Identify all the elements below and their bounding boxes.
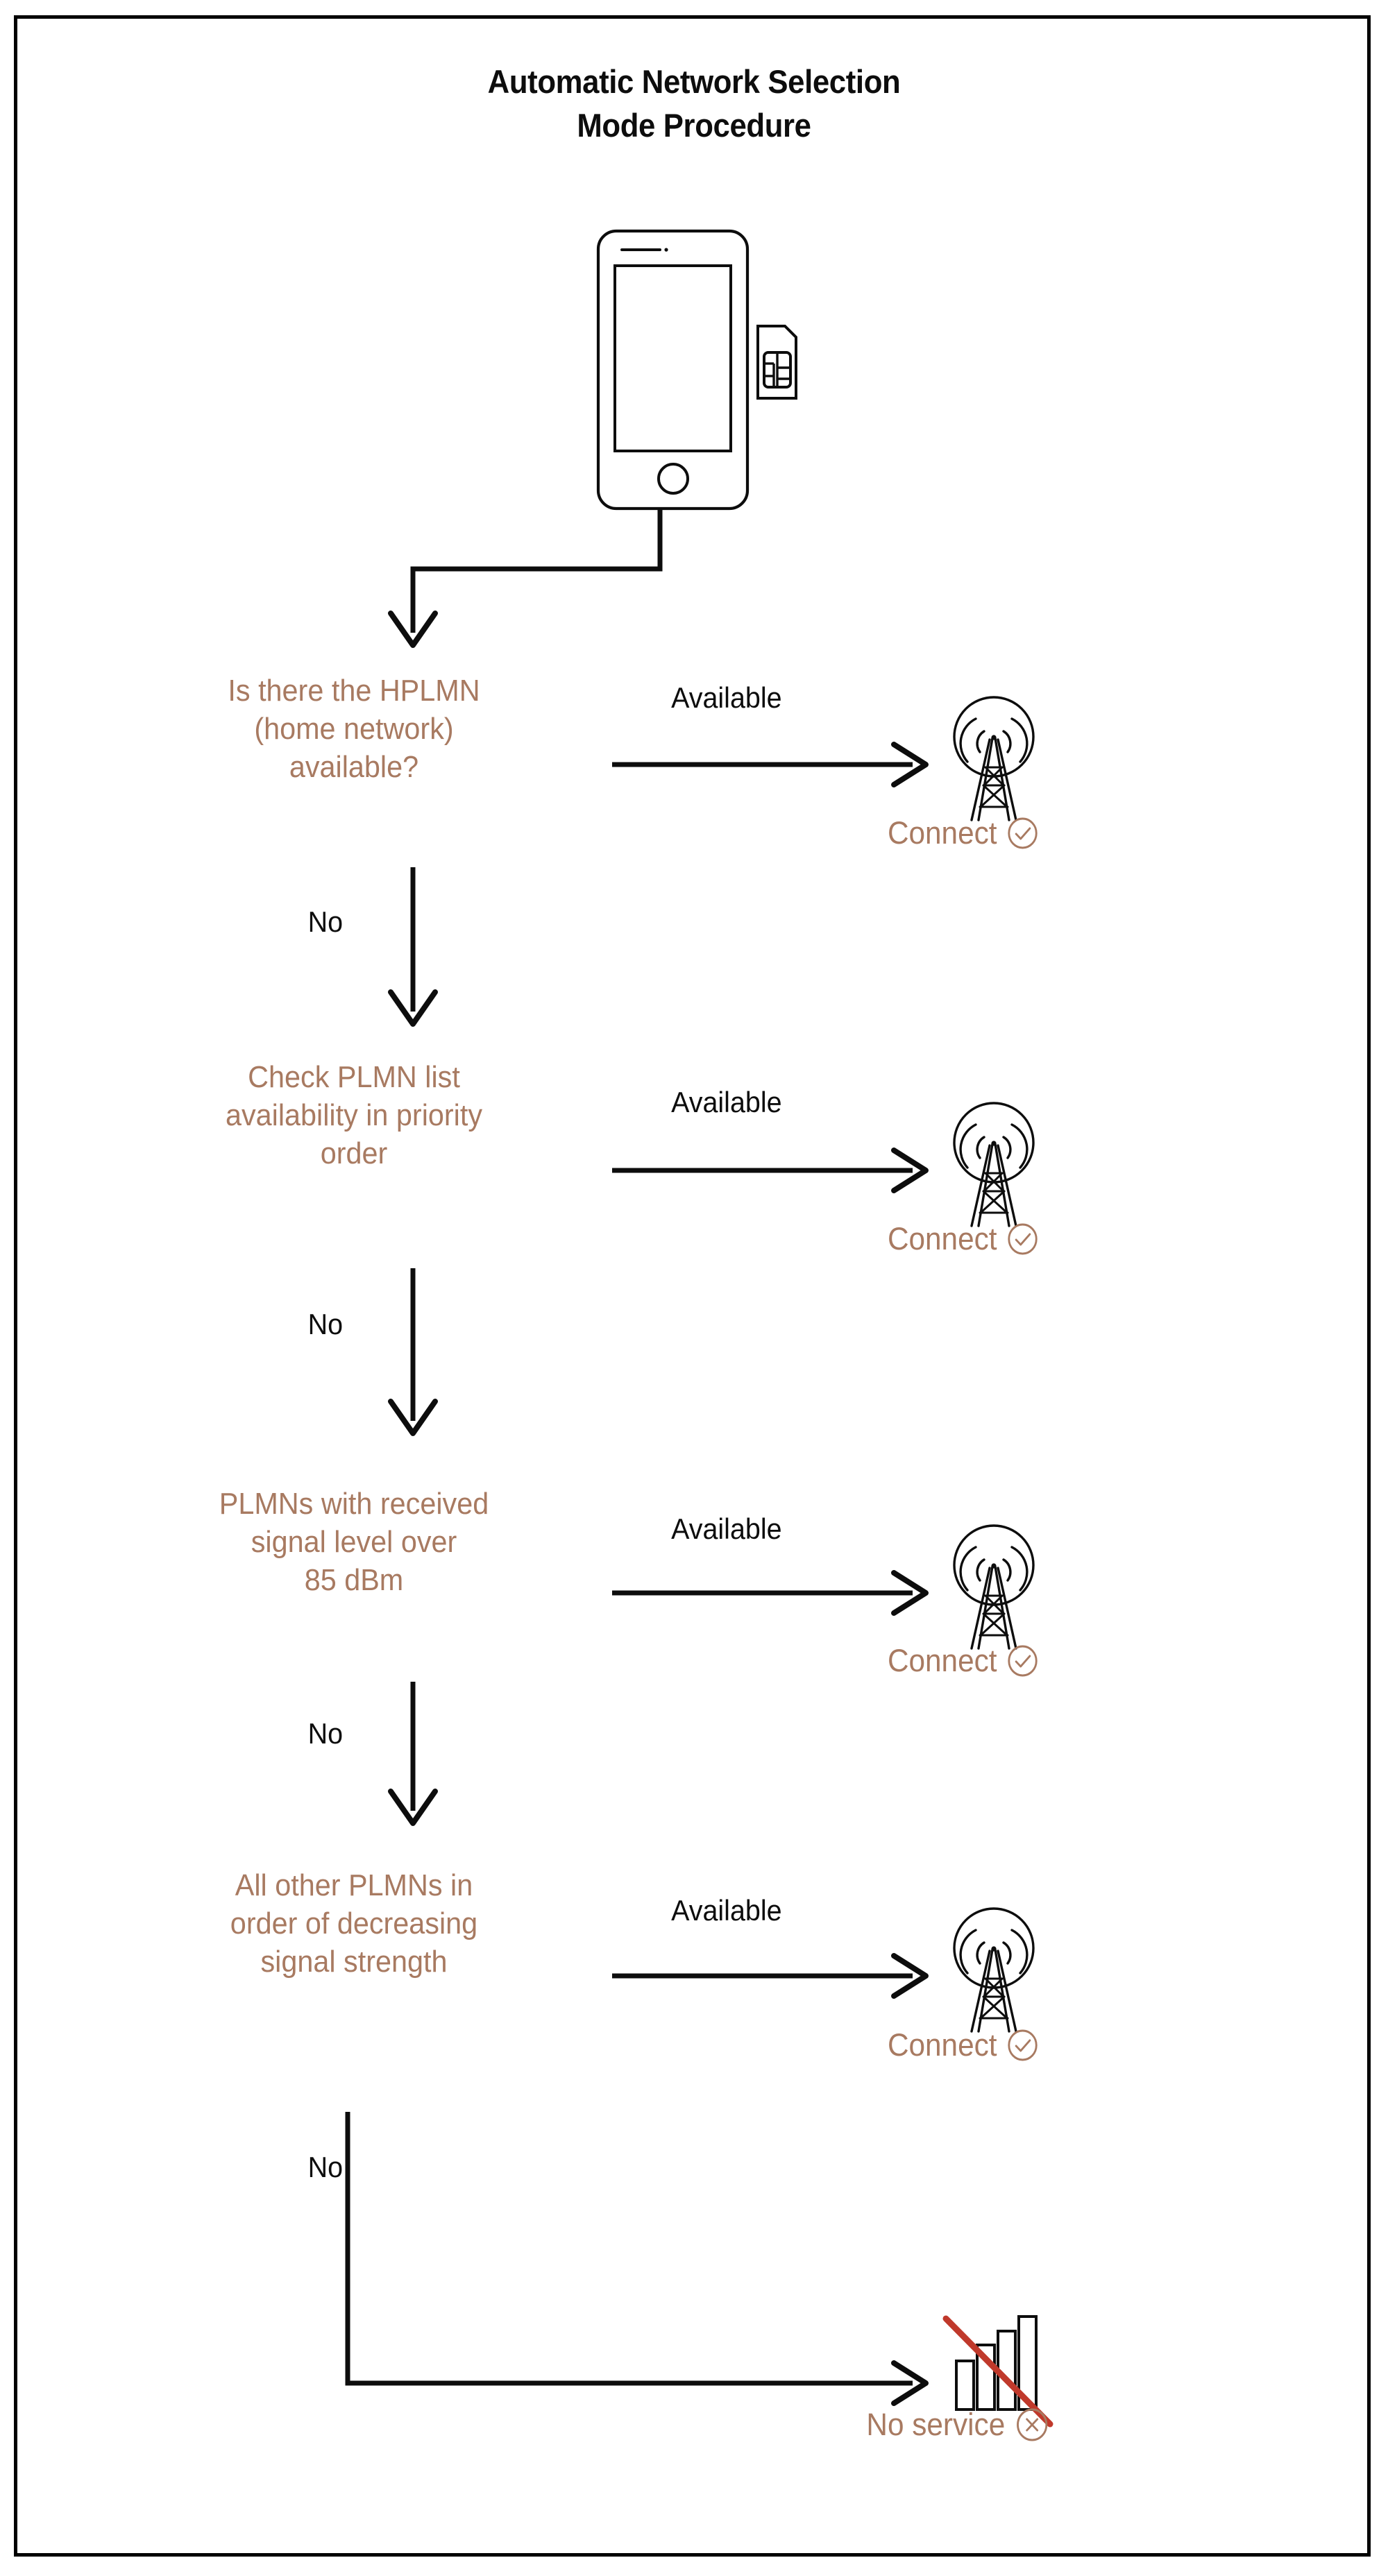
- outcome-connect-3: Connect: [888, 1643, 1039, 1679]
- step-text-line: Is there the HPLMN: [228, 674, 480, 708]
- step-text-line: order of decreasing: [230, 1907, 478, 1940]
- branch-label-available-2: Available: [671, 1086, 782, 1118]
- branch-label-no-3: No: [307, 1717, 344, 1750]
- outcome-label: Connect: [887, 2027, 997, 2063]
- step-text-line: Check PLMN list: [248, 1060, 460, 1094]
- title-line-2: Mode Procedure: [577, 107, 811, 144]
- connector-step2-available: [612, 1148, 929, 1193]
- cell-tower-icon-4: [953, 1907, 1035, 2033]
- step-text-line: (home network): [254, 712, 454, 746]
- cell-tower-icon-3: [953, 1524, 1035, 1650]
- check-circle-icon: [1006, 2028, 1039, 2063]
- step-text-line: signal strength: [260, 1945, 448, 1979]
- title-line-1: Automatic Network Selection: [487, 63, 901, 100]
- step-text-line: availability in priority: [225, 1098, 483, 1132]
- step-text-line: PLMNs with received: [219, 1487, 489, 1521]
- outcome-label: No service: [866, 2407, 1006, 2442]
- outcome-label: Connect: [887, 815, 997, 851]
- sim-card-icon: [756, 325, 797, 400]
- page-title: Automatic Network Selection Mode Procedu…: [49, 60, 1339, 147]
- connector-step1-no: [388, 867, 438, 1027]
- step-text-hplmn: Is there the HPLMN (home network) availa…: [139, 672, 569, 786]
- branch-label-available-4: Available: [671, 1894, 782, 1927]
- branch-label-available-1: Available: [671, 681, 782, 714]
- branch-label-no-4: No: [307, 2151, 344, 2183]
- check-circle-icon: [1006, 1222, 1039, 1256]
- connector-step4-no: [345, 2112, 929, 2406]
- x-circle-icon: [1014, 2406, 1049, 2443]
- connector-start-to-step1: [388, 510, 663, 648]
- cell-tower-icon-2: [953, 1102, 1035, 1227]
- signal-bars-crossed-icon: [942, 2315, 1053, 2428]
- outcome-no-service: No service: [866, 2406, 1049, 2443]
- step-text-all-other-plmns: All other PLMNs in order of decreasing s…: [139, 1866, 569, 1981]
- branch-label-no-2: No: [307, 1308, 344, 1340]
- outcome-label: Connect: [887, 1643, 997, 1678]
- step-text-line: signal level over: [251, 1525, 457, 1559]
- check-circle-icon: [1006, 1644, 1039, 1678]
- step-text-line: 85 dBm: [304, 1563, 404, 1597]
- step-text-plmn-list: Check PLMN list availability in priority…: [139, 1058, 569, 1172]
- outcome-connect-2: Connect: [888, 1221, 1039, 1257]
- connector-step1-available: [612, 742, 929, 787]
- mobile-phone-icon: [596, 229, 750, 511]
- step-text-line: order: [320, 1136, 388, 1170]
- outcome-label: Connect: [887, 1221, 997, 1256]
- connector-step3-no: [388, 1682, 438, 1826]
- outcome-connect-1: Connect: [888, 815, 1039, 851]
- connector-step3-available: [612, 1570, 929, 1616]
- check-circle-icon: [1006, 816, 1039, 851]
- step-text-line: All other PLMNs in: [235, 1868, 473, 1902]
- branch-label-no-1: No: [307, 905, 344, 938]
- step-text-line: available?: [289, 750, 419, 784]
- branch-label-available-3: Available: [671, 1512, 782, 1545]
- step-text-signal-over-85dbm: PLMNs with received signal level over 85…: [139, 1485, 569, 1599]
- cell-tower-icon-1: [953, 696, 1035, 821]
- connector-step2-no: [388, 1268, 438, 1436]
- outcome-connect-4: Connect: [888, 2027, 1039, 2063]
- connector-step4-available: [612, 1953, 929, 1999]
